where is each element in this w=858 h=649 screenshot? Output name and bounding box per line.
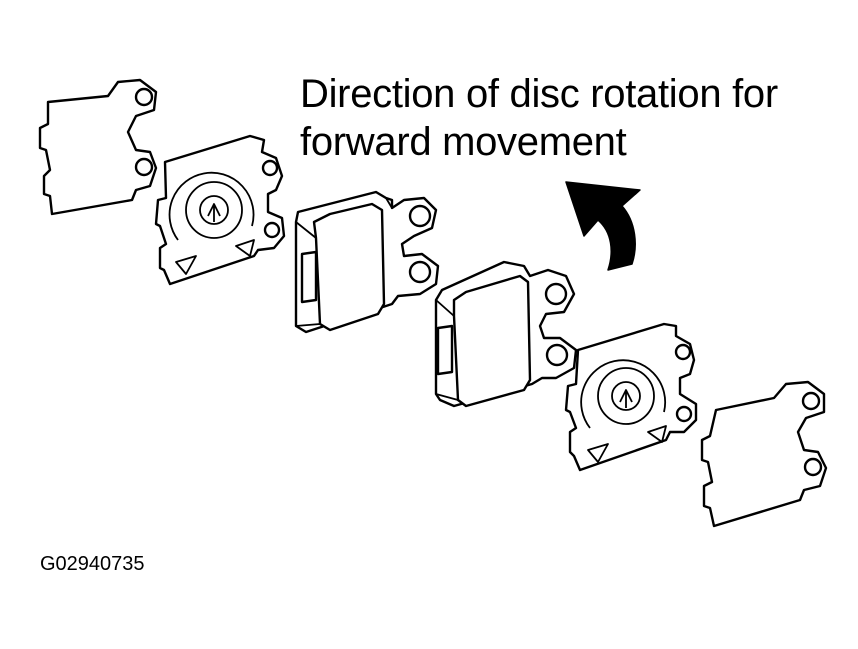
caption-line-2: forward movement bbox=[300, 120, 627, 164]
caption-line-1: Direction of disc rotation for bbox=[300, 72, 778, 116]
figure-id: G02940735 bbox=[40, 553, 145, 575]
outer-shim-right bbox=[700, 380, 828, 528]
rotation-arrow-icon bbox=[565, 181, 641, 271]
brake-pad-right bbox=[434, 260, 578, 408]
brake-pad-left bbox=[294, 190, 440, 334]
inner-shim-right bbox=[564, 322, 698, 472]
outer-shim-left bbox=[38, 78, 158, 216]
rotation-direction-caption: Direction of disc rotation for forward m… bbox=[300, 70, 840, 166]
inner-shim-left bbox=[154, 134, 286, 286]
